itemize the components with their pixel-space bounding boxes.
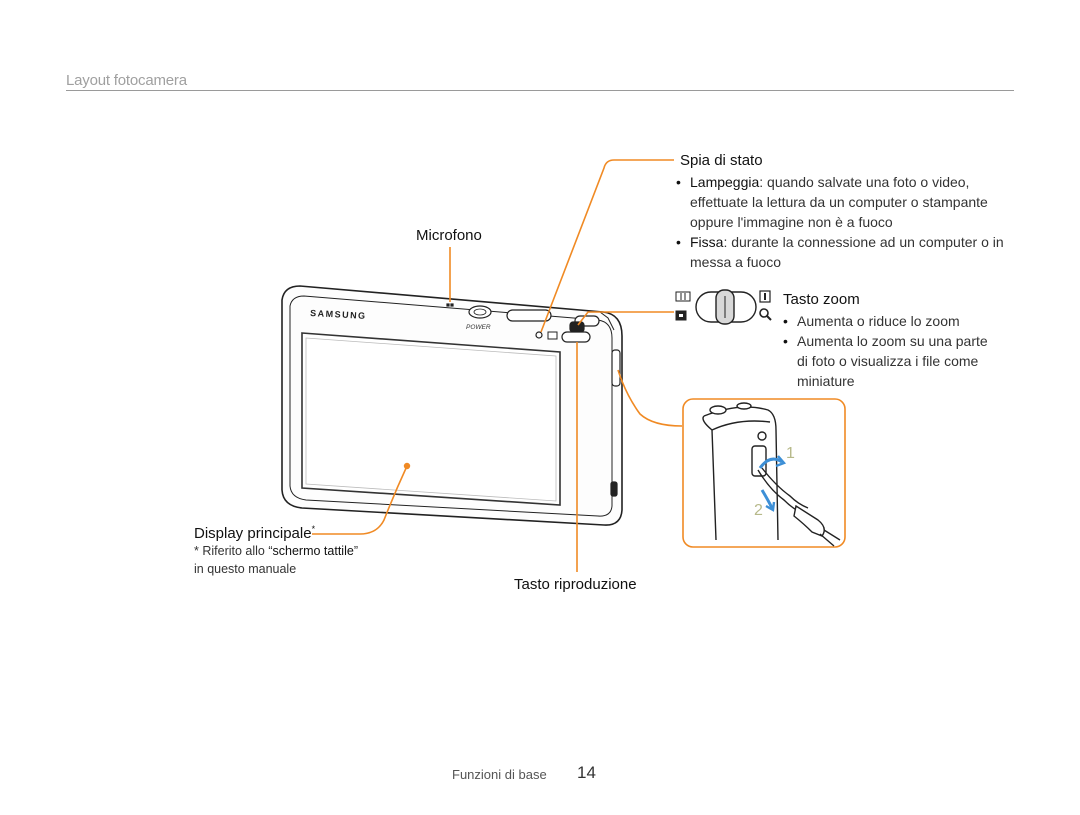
- strap-arrows: [758, 455, 787, 512]
- list-item: Aumenta lo zoom su una parte di foto o v…: [781, 331, 1001, 391]
- status-light-list: Lampeggia: quando salvate una foto o vid…: [674, 172, 1014, 272]
- playback-label: Tasto riproduzione: [514, 576, 637, 593]
- status-term-blinking: Lampeggia: [690, 174, 760, 190]
- status-light-label: Spia di stato: [680, 152, 763, 169]
- zoom-label: Tasto zoom: [783, 291, 860, 308]
- microphone-label: Microfono: [416, 227, 482, 244]
- section-title: Layout fotocamera: [66, 72, 187, 89]
- zoom-lever-icon: [675, 289, 772, 325]
- strap-inset-frame: [682, 398, 846, 548]
- playback-button: [561, 331, 591, 343]
- page-number: 14: [577, 763, 596, 782]
- display-footnote: * Riferito allo “schermo tattile” in que…: [194, 544, 358, 576]
- status-light: [535, 331, 543, 339]
- title-rule: [66, 90, 1014, 91]
- strap-step-1: 1: [786, 445, 795, 462]
- main-display-screen: [301, 332, 561, 506]
- strap-illustration: [702, 402, 841, 547]
- camera-power-label: POWER: [466, 324, 491, 331]
- display-label: Display principale*: [194, 524, 316, 542]
- list-item: Fissa: durante la connessione ad un comp…: [674, 232, 1014, 272]
- camera-brand: SAMSUNG: [310, 308, 367, 321]
- list-item: Lampeggia: quando salvate una foto o vid…: [674, 172, 1014, 232]
- thumbnail-grid-icon: [675, 291, 691, 302]
- zoom-list: Aumenta o riduce lo zoom Aumenta lo zoom…: [781, 311, 1001, 391]
- status-term-steady: Fissa: [690, 234, 724, 250]
- list-item: Aumenta o riduce lo zoom: [781, 311, 1001, 331]
- shutter-button: [506, 309, 552, 322]
- strap-step-2: 2: [754, 502, 763, 519]
- top-controls: [446, 303, 600, 343]
- footer-section: Funzioni di base: [452, 767, 547, 782]
- callout-lines: [312, 159, 683, 572]
- magnify-icon: [759, 308, 769, 318]
